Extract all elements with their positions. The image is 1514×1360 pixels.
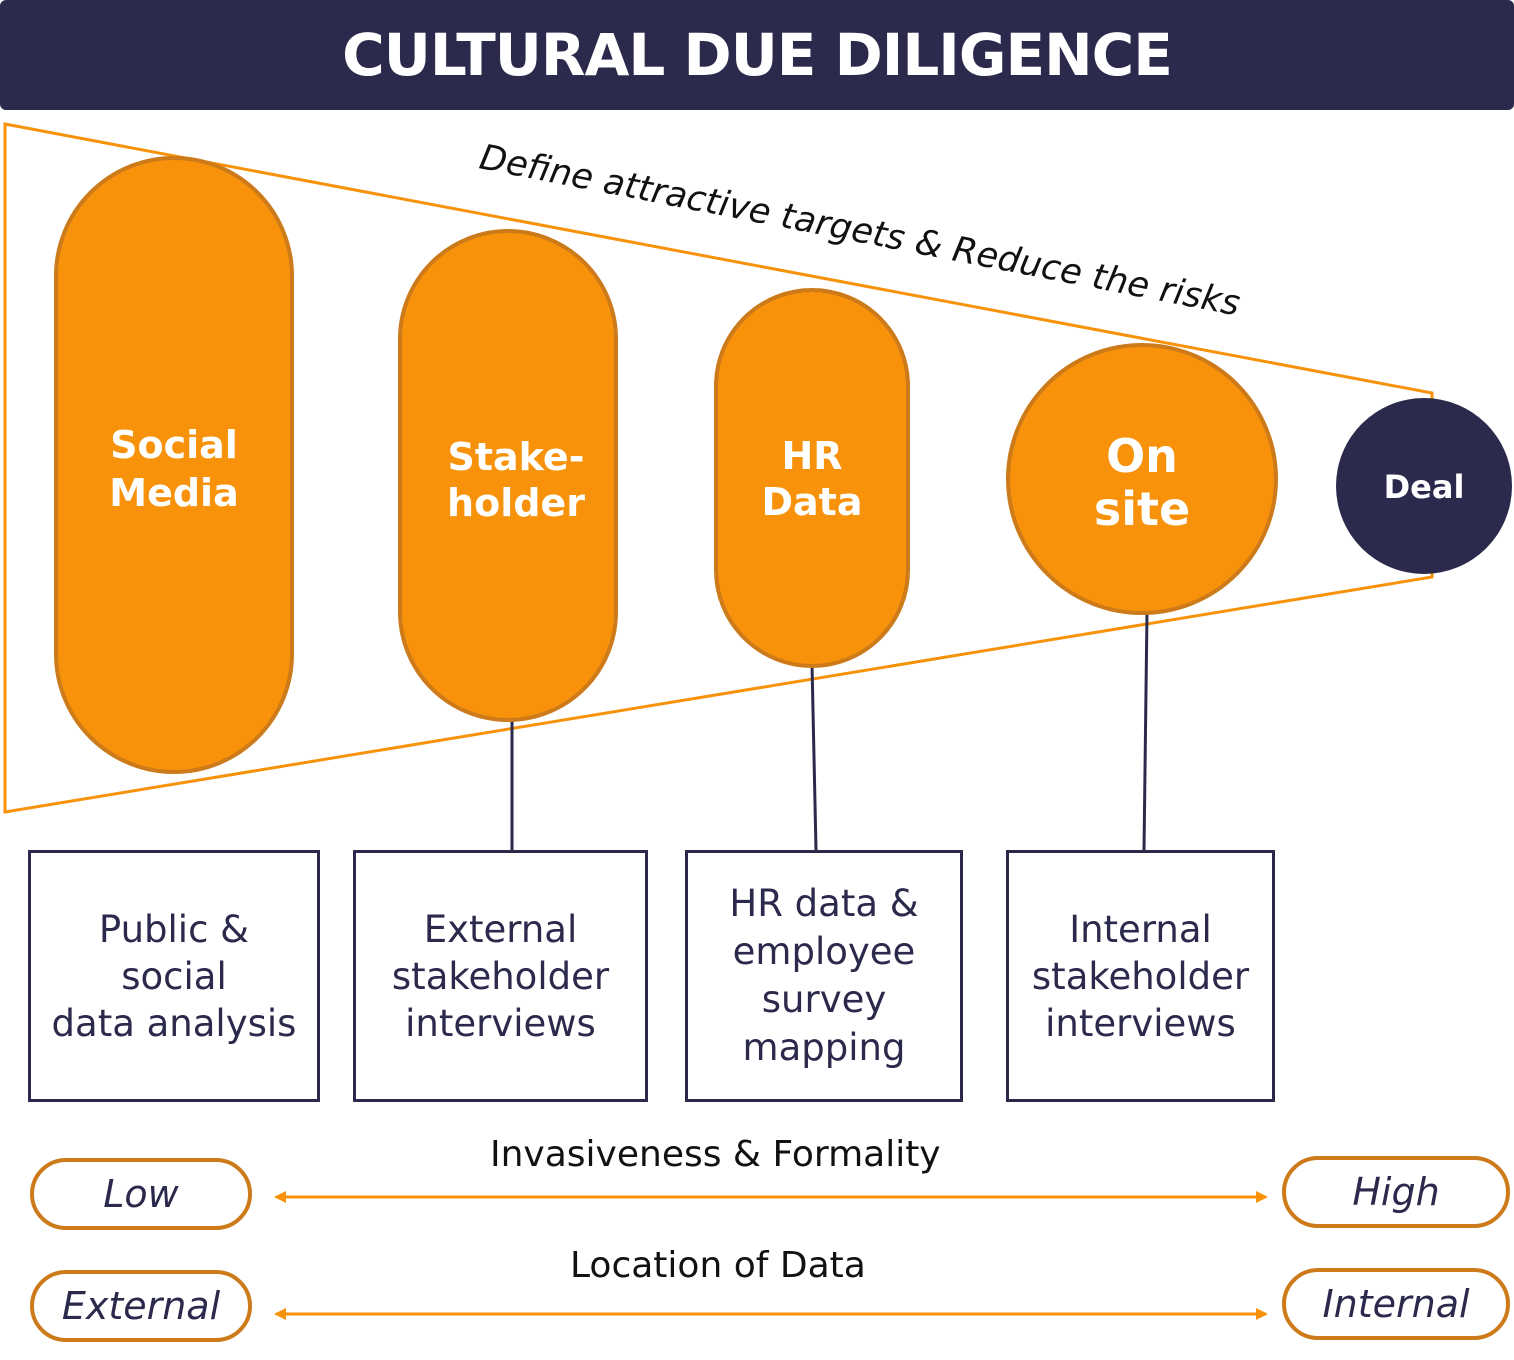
- method-label: Internal stakeholder interviews: [1031, 907, 1250, 1045]
- connector-line: [810, 663, 818, 851]
- scale-low-pill: Low: [30, 1158, 252, 1230]
- scale-low-label: Low: [103, 1172, 179, 1216]
- scale-high-label: High: [1352, 1170, 1440, 1214]
- method-box: Internal stakeholder interviews: [1006, 850, 1275, 1102]
- stage-label: Stake-: [448, 435, 585, 479]
- deal-circle: [1336, 398, 1512, 574]
- method-box: Public & social data analysis: [28, 850, 320, 1102]
- connector-line: [1142, 611, 1149, 851]
- stage-stakeholder: [398, 229, 618, 722]
- scale-low-label: External: [61, 1284, 221, 1328]
- method-label: Public & social data analysis: [51, 907, 297, 1045]
- stage-label: HR: [781, 434, 842, 478]
- stage-label: site: [1094, 482, 1190, 536]
- stage-hr-data: [714, 288, 910, 668]
- scale-high-pill: High: [1282, 1156, 1510, 1228]
- scale-high-label: Internal: [1322, 1282, 1470, 1326]
- stage-label: holder: [447, 481, 585, 525]
- stage-label: On: [1106, 429, 1178, 483]
- scale-low-pill: External: [30, 1270, 252, 1342]
- stage-label: Data: [762, 480, 863, 524]
- funnel-outline: [3, 122, 1434, 814]
- stage-label: Media: [109, 471, 238, 515]
- stage-social-media: [54, 156, 294, 774]
- deal-label: Deal: [1384, 468, 1465, 506]
- stage-label: Social: [110, 423, 238, 467]
- method-label: HR data & employee survey mapping: [729, 882, 919, 1069]
- title-banner: CULTURAL DUE DILIGENCE: [0, 0, 1514, 110]
- scale-high-pill: Internal: [1282, 1268, 1510, 1340]
- method-label: External stakeholder interviews: [391, 907, 610, 1045]
- page-title: CULTURAL DUE DILIGENCE: [342, 21, 1173, 89]
- scale-title: Location of Data: [570, 1245, 866, 1286]
- method-box: HR data & employee survey mapping: [685, 850, 963, 1102]
- scale-title: Invasiveness & Formality: [490, 1134, 941, 1175]
- stage-on-site: [1006, 343, 1278, 615]
- method-box: External stakeholder interviews: [353, 850, 648, 1102]
